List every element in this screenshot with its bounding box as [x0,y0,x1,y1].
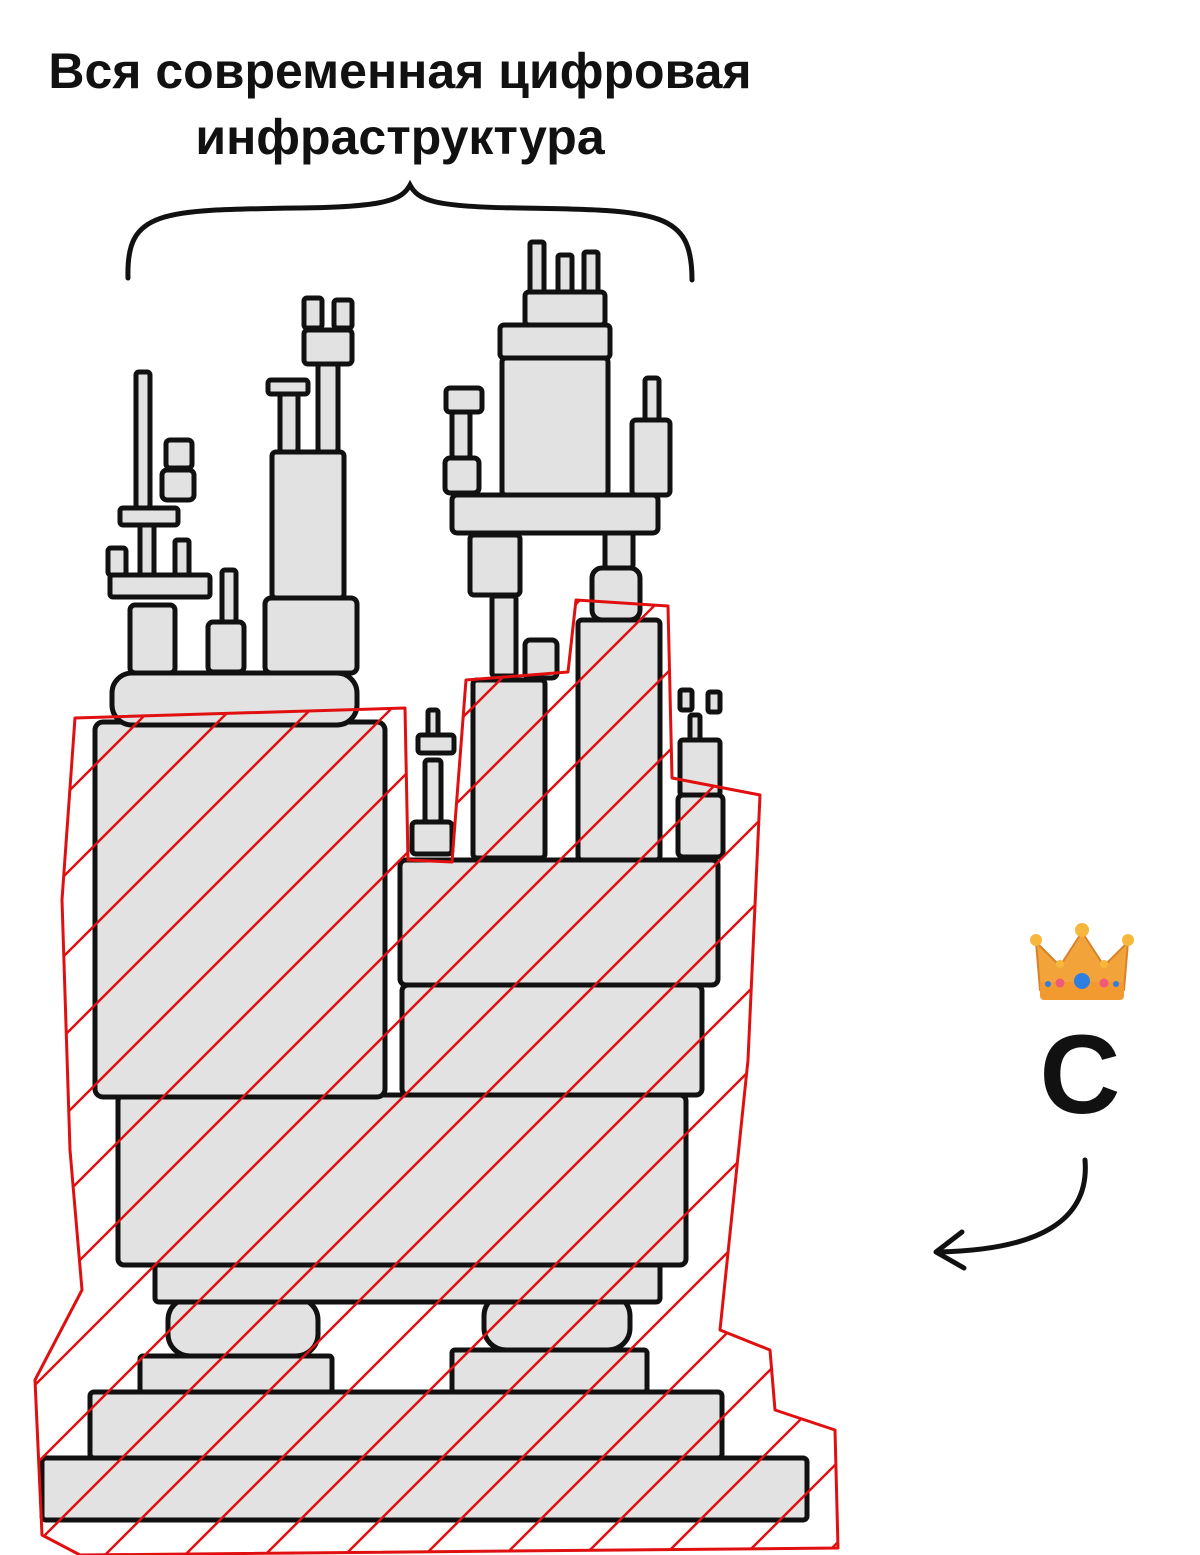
title-line-2: инфраструктура [195,109,605,165]
tower-blocks [39,239,810,1523]
curved-arrow-icon [933,1157,1088,1271]
curly-brace [125,179,695,283]
language-label: C [1039,1012,1121,1137]
crown-icon [1030,923,1134,1000]
title-line-1: Вся современная цифровая [48,43,752,99]
infrastructure-title: Вся современная цифровая инфраструктура [0,38,800,170]
